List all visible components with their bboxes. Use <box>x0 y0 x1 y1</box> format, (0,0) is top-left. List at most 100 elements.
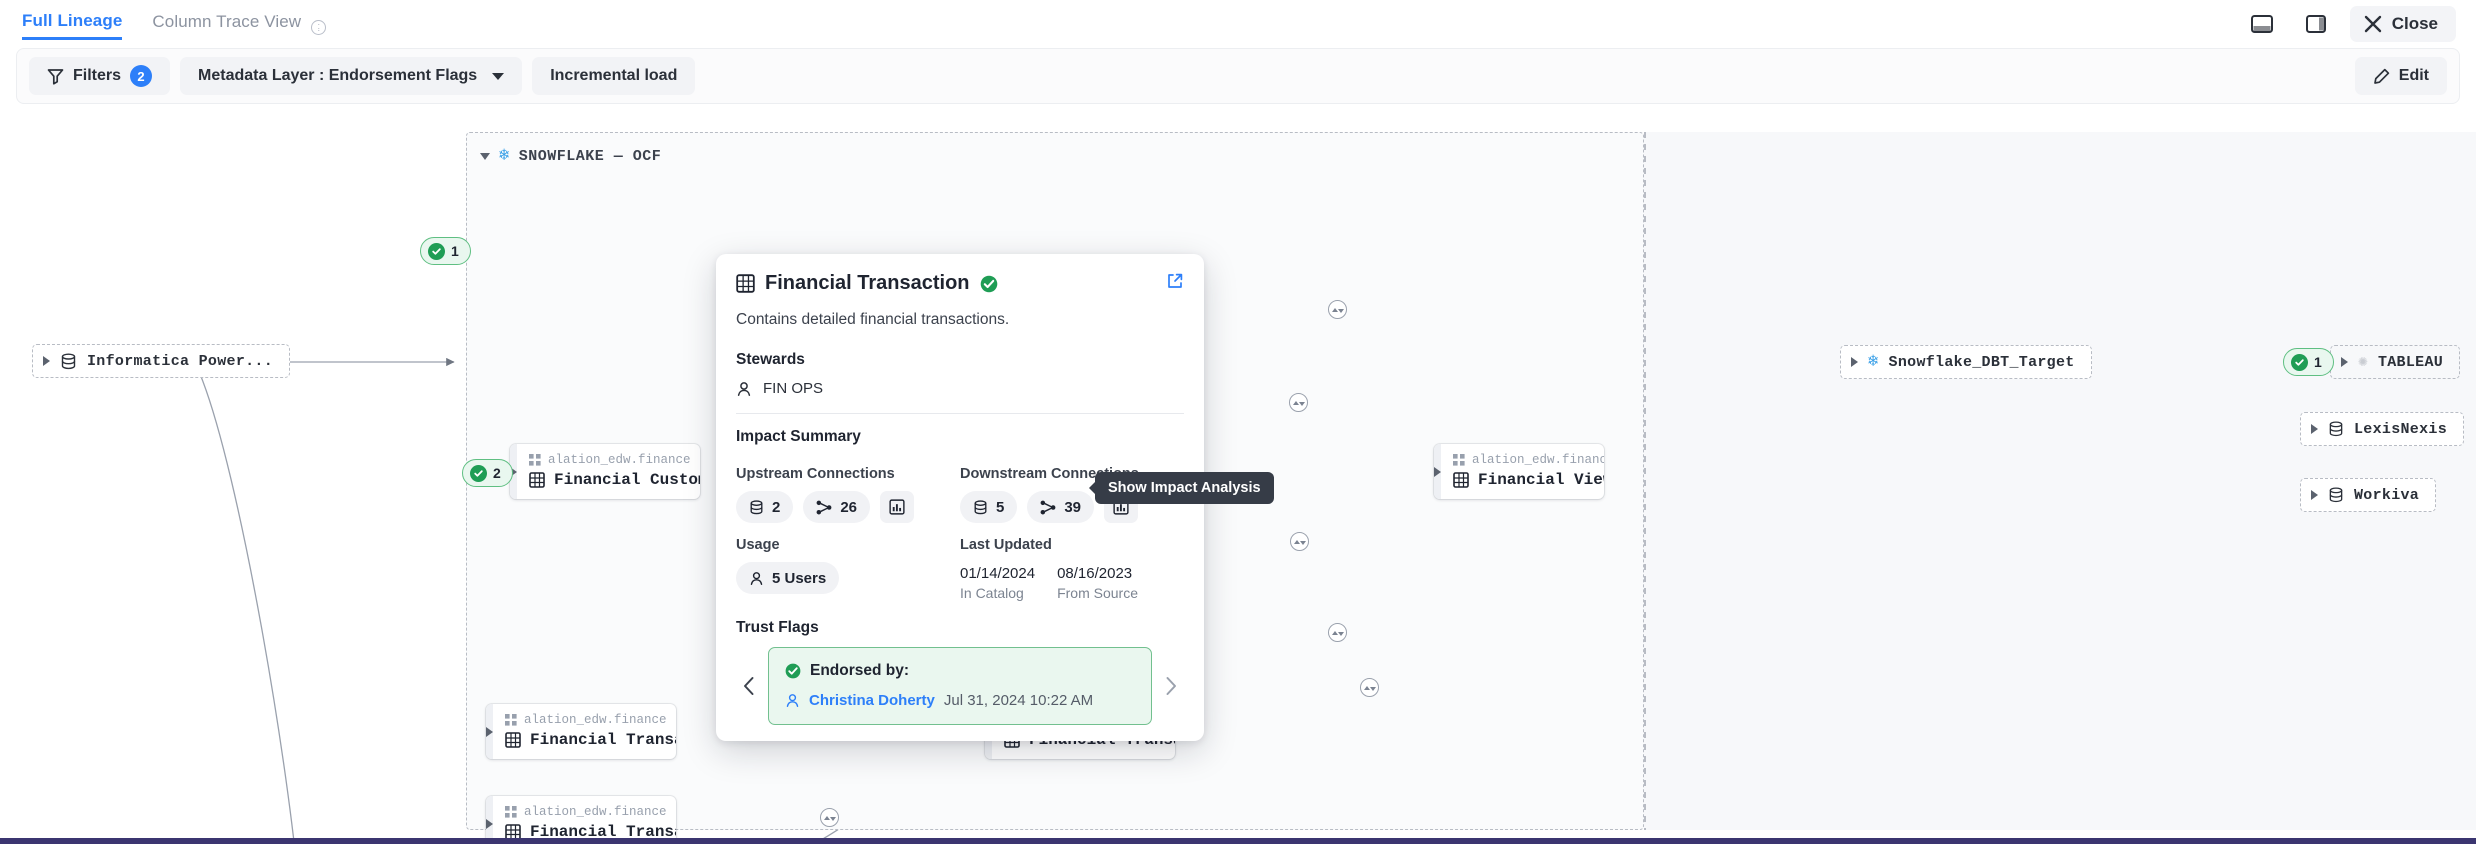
node-body: alation_edw.finance Financial View R... <box>1441 444 1604 499</box>
steward-entry[interactable]: FIN OPS <box>736 380 1184 397</box>
bottom-panel-icon[interactable] <box>2242 7 2282 41</box>
card-divider <box>736 413 1184 414</box>
downstream-chips: 5 39 <box>960 491 1184 523</box>
endorsement-body: Christina Doherty Jul 31, 2024 10:22 AM <box>785 692 1135 709</box>
collapse-caret-icon[interactable] <box>480 153 490 160</box>
lineage-canvas[interactable]: ❄ SNOWFLAKE — OCF 1 Informatica Power...… <box>0 112 2476 838</box>
node-title: Financial View R... <box>1453 471 1604 489</box>
external-link-icon[interactable] <box>1166 272 1184 295</box>
endorsed-timestamp: Jul 31, 2024 10:22 AM <box>943 692 1094 709</box>
table-node-financial-customer[interactable]: alation_edw.finance Financial Customer <box>510 444 700 499</box>
node-schema: alation_edw.finance <box>1453 453 1604 467</box>
endorsement-flag-card[interactable]: Endorsed by: Christina Doherty Jul 31, 2… <box>768 647 1152 725</box>
close-label: Close <box>2391 14 2438 33</box>
pencil-icon <box>2373 68 2390 84</box>
sink-endorsement-badge-tableau[interactable]: 1 <box>2283 348 2334 376</box>
card-header: Financial Transaction <box>736 272 1184 295</box>
expand-caret-icon[interactable] <box>43 356 50 366</box>
lineage-icon <box>1040 500 1056 514</box>
view-tabs: Full Lineage Column Trace View <box>0 9 327 40</box>
source-node-informatica[interactable]: Informatica Power... <box>32 344 291 378</box>
table-node-financial-view[interactable]: alation_edw.finance Financial View R... <box>1434 444 1604 499</box>
node-expand-handle[interactable] <box>486 796 493 838</box>
target-node-snowflake-dbt[interactable]: ❄ Snowflake_DBT_Target <box>1840 345 2092 379</box>
filter-icon <box>47 68 64 85</box>
database-icon <box>750 499 763 514</box>
metadata-layer-select[interactable]: Metadata Layer : Endorsement Flags <box>180 57 523 95</box>
downstream-objects-chip[interactable]: 39 <box>1027 491 1095 523</box>
sink-node-workiva[interactable]: Workiva <box>2300 478 2437 512</box>
table-icon <box>1453 472 1469 488</box>
endorsed-user-link[interactable]: Christina Doherty <box>809 692 935 709</box>
node-schema-text: alation_edw.finance <box>524 805 667 819</box>
source-node-label: Informatica Power... <box>87 352 274 370</box>
edge-expander-icon[interactable] <box>1290 532 1309 551</box>
user-icon <box>786 694 799 708</box>
card-title: Financial Transaction <box>736 272 998 295</box>
database-icon <box>2329 487 2343 503</box>
node-title-text: Financial View R... <box>1478 471 1604 489</box>
snowflake-ocf-group-label: ❄ SNOWFLAKE — OCF <box>480 148 661 165</box>
node-schema-text: alation_edw.finance <box>1472 453 1604 467</box>
upstream-sources-chip[interactable]: 2 <box>736 491 794 523</box>
node-body: alation_edw.finance Financial Transa... <box>493 704 676 759</box>
upstream-sources-count: 2 <box>772 498 781 516</box>
edge-expander-icon[interactable] <box>1328 623 1347 642</box>
expand-caret-icon[interactable] <box>2311 490 2318 500</box>
table-icon <box>529 472 545 488</box>
schema-icon <box>529 454 541 466</box>
edge-expander-icon[interactable] <box>1328 300 1347 319</box>
endorsed-check-icon <box>2291 353 2308 371</box>
node-expand-handle[interactable] <box>486 704 493 759</box>
database-icon <box>2329 421 2343 437</box>
edge-expander-icon[interactable] <box>1360 678 1379 697</box>
region-divider <box>1644 132 1646 830</box>
last-updated-dates: 01/14/2024 In Catalog 08/16/2023 From So… <box>960 565 1184 601</box>
sink-node-tableau[interactable]: ✺ TABLEAU <box>2330 345 2461 379</box>
tab-full-lineage[interactable]: Full Lineage <box>22 9 123 40</box>
filters-label: Filters <box>73 67 122 84</box>
card-title-text: Financial Transaction <box>765 272 970 294</box>
upstream-objects-chip[interactable]: 26 <box>803 491 871 523</box>
user-icon <box>750 571 763 585</box>
chevron-down-icon <box>492 72 505 80</box>
info-icon[interactable] <box>311 19 327 35</box>
carousel-prev-button[interactable] <box>736 675 762 697</box>
in-catalog-date: 01/14/2024 <box>960 565 1036 582</box>
tableau-icon: ✺ <box>2358 353 2368 371</box>
group-endorsement-badge[interactable]: 1 <box>420 237 471 265</box>
endorsed-check-icon <box>980 275 998 293</box>
downstream-objects-count: 39 <box>1064 498 1082 516</box>
node-title: Financial Customer <box>529 471 700 489</box>
database-icon <box>61 352 76 369</box>
top-bar-actions: Close <box>2242 6 2476 42</box>
horizontal-scrollbar[interactable] <box>0 838 2476 844</box>
edge-expander-icon[interactable] <box>820 808 839 827</box>
expand-caret-icon[interactable] <box>2311 424 2318 434</box>
node-endorsement-badge-financial-customer[interactable]: 2 <box>462 459 513 487</box>
incremental-load-button[interactable]: Incremental load <box>532 57 696 95</box>
node-expand-handle[interactable] <box>510 444 517 499</box>
endorsed-check-icon <box>428 242 445 260</box>
table-icon <box>505 732 521 748</box>
side-panel-icon[interactable] <box>2296 7 2336 41</box>
table-node-financial-transaction-1[interactable]: alation_edw.finance Financial Transa... <box>486 704 676 759</box>
edit-button[interactable]: Edit <box>2354 57 2447 95</box>
expand-caret-icon[interactable] <box>2341 357 2348 367</box>
table-icon <box>505 824 521 838</box>
node-expand-handle[interactable] <box>1434 444 1441 499</box>
edge-expander-icon[interactable] <box>1289 393 1308 412</box>
upstream-impact-analysis-button[interactable] <box>880 491 915 523</box>
close-button[interactable]: Close <box>2349 6 2456 42</box>
table-node-financial-transaction-2[interactable]: alation_edw.finance Financial Transa... <box>486 796 676 838</box>
usage-users-chip[interactable]: 5 Users <box>736 562 840 594</box>
carousel-next-button[interactable] <box>1158 675 1184 697</box>
expand-caret-icon[interactable] <box>1851 357 1858 367</box>
close-icon <box>2364 15 2381 33</box>
sink-node-lexisnexis[interactable]: LexisNexis <box>2300 412 2465 446</box>
tab-column-trace-view[interactable]: Column Trace View <box>152 12 302 31</box>
filters-button[interactable]: Filters 2 <box>29 57 171 95</box>
filters-count-badge: 2 <box>130 65 153 87</box>
downstream-sources-chip[interactable]: 5 <box>960 491 1018 523</box>
card-description: Contains detailed financial transactions… <box>736 311 1010 328</box>
